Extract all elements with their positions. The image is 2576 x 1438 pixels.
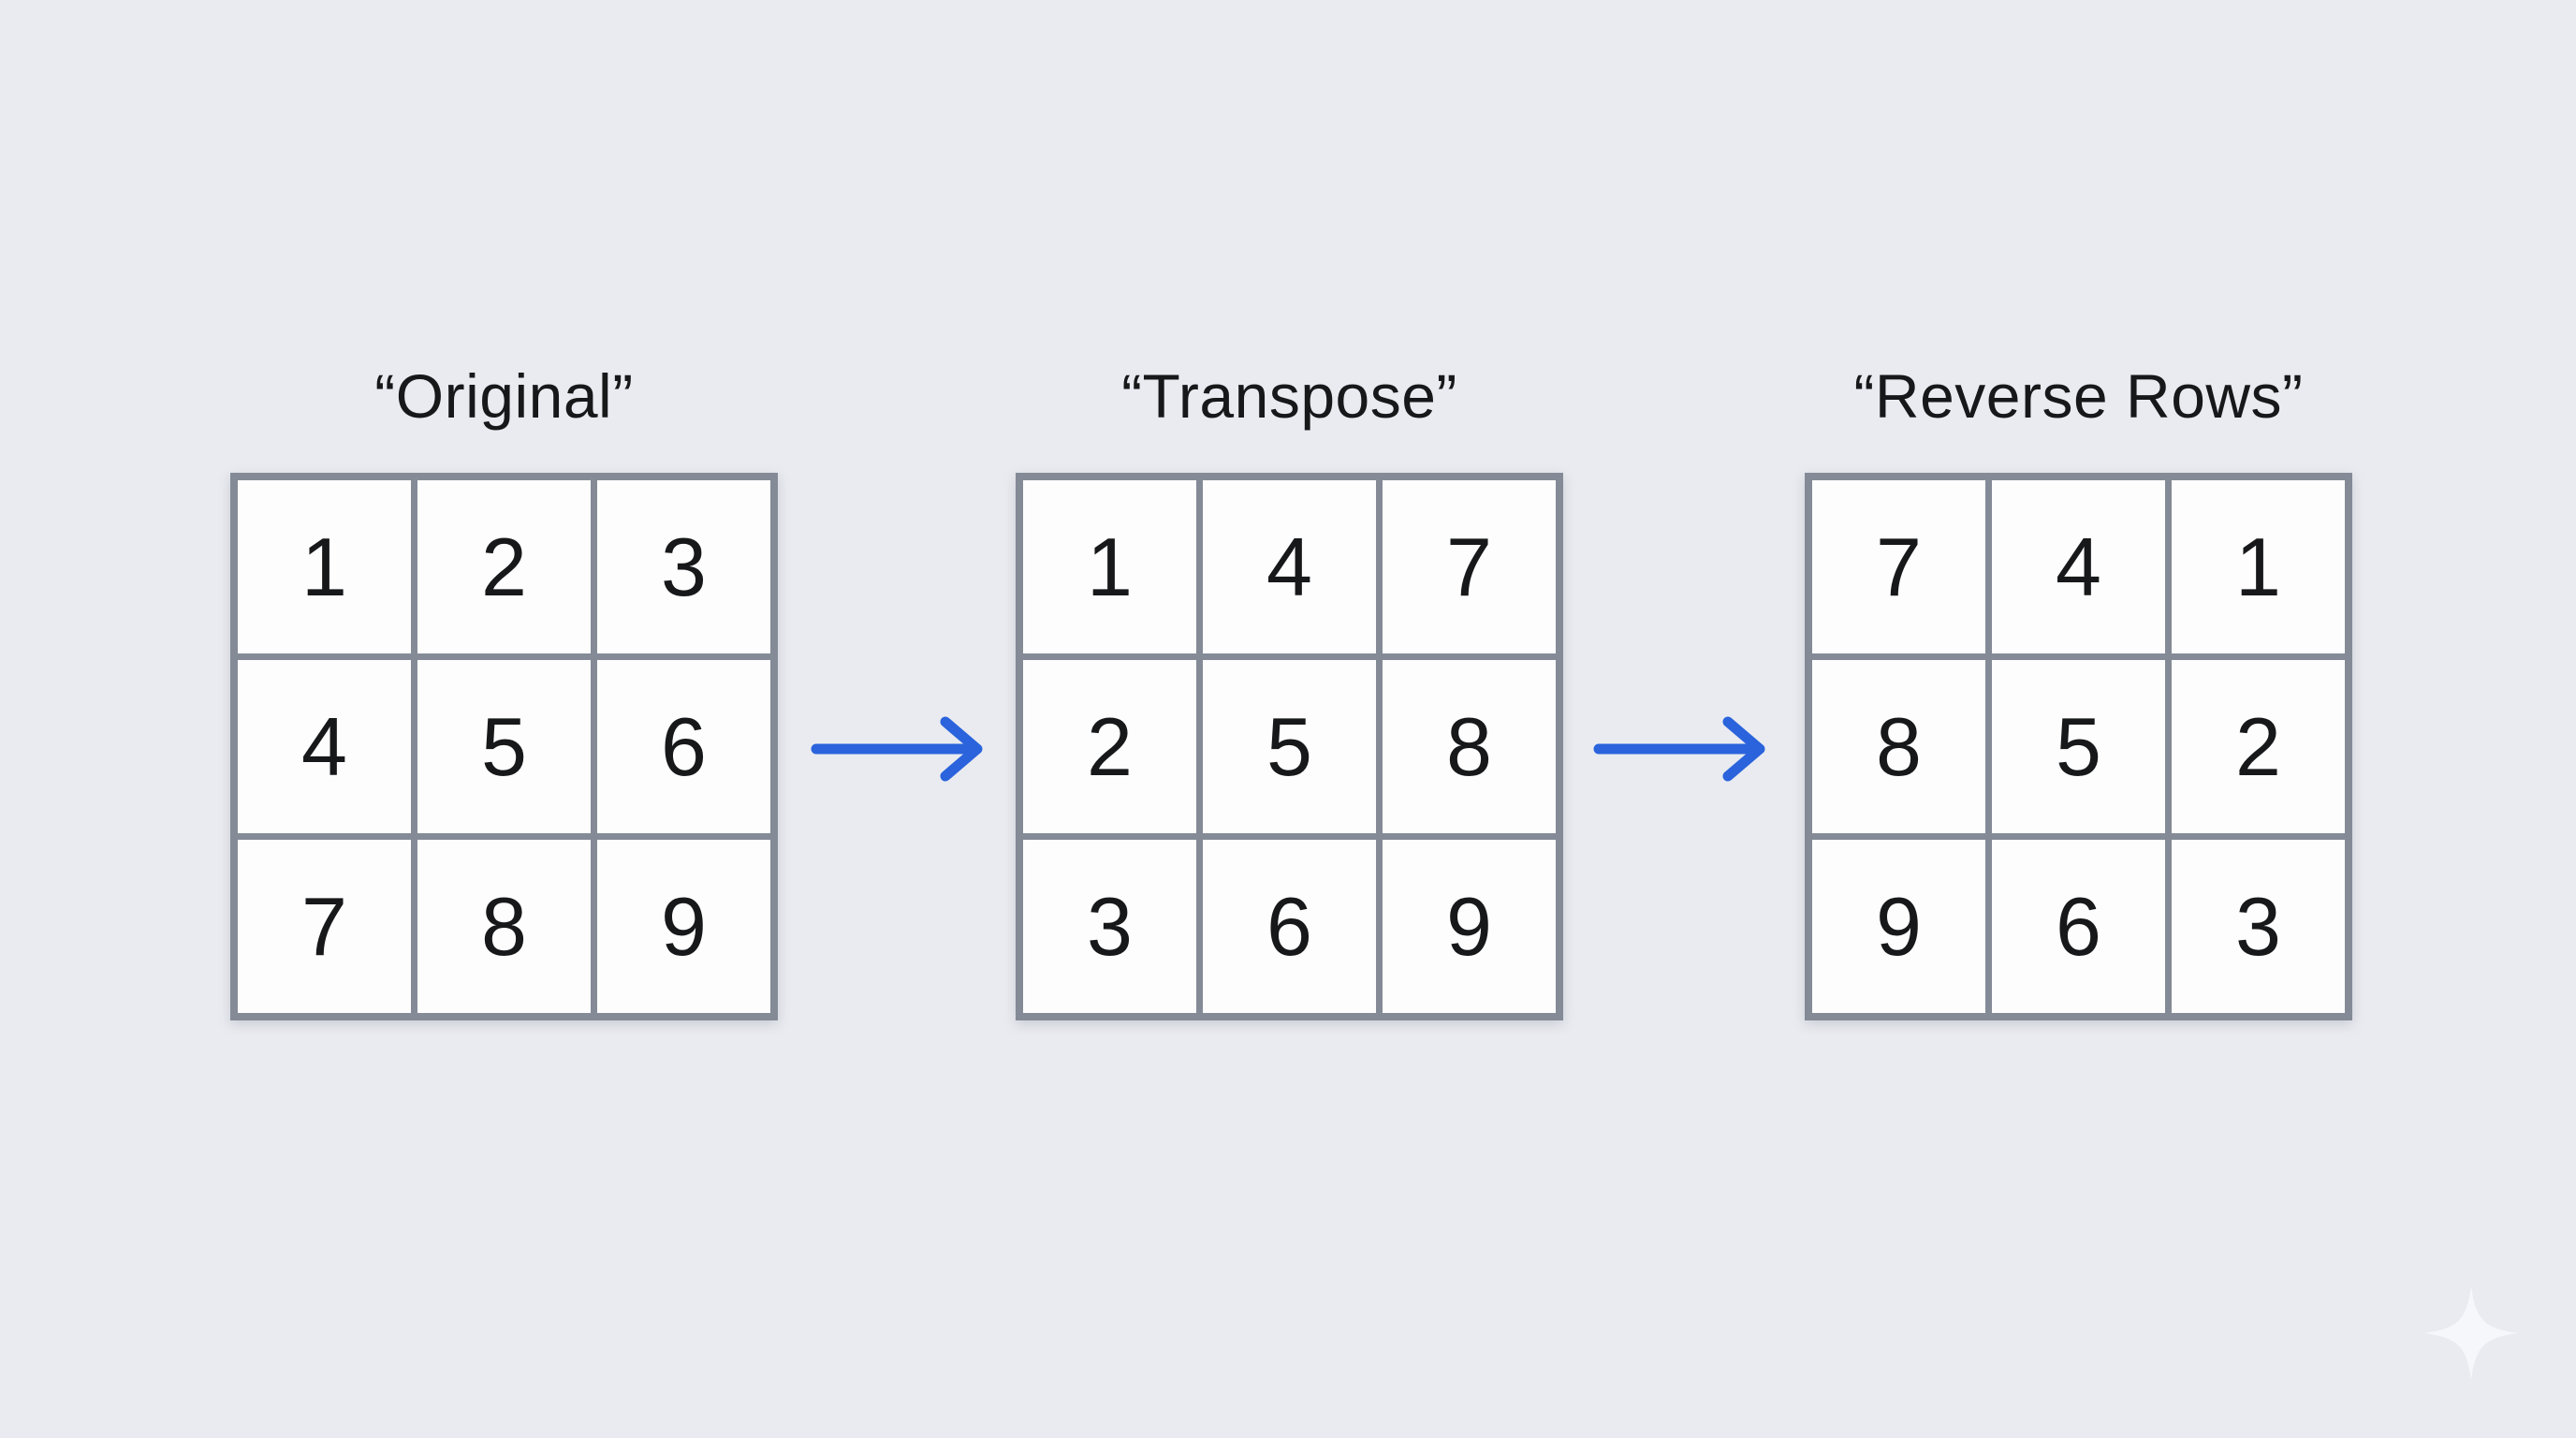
matrix-title-reverse-rows: “Reverse Rows”	[1853, 361, 2304, 431]
panel-original: “Original” 1 2 3 4 5 6 7 8 9	[230, 365, 778, 1020]
matrix-cell: 4	[1992, 480, 2165, 653]
matrix-cell: 3	[1023, 840, 1196, 1013]
matrix-grid-reverse-rows: 7 4 1 8 5 2 9 6 3	[1805, 473, 2352, 1020]
matrix-cell: 5	[1203, 660, 1376, 833]
matrix-cell: 7	[1383, 480, 1556, 653]
matrix-cell: 2	[2172, 660, 2345, 833]
matrix-cell: 1	[2172, 480, 2345, 653]
matrix-cell: 9	[1383, 840, 1556, 1013]
matrix-cell: 4	[238, 660, 411, 833]
matrix-title-transpose: “Transpose”	[1121, 361, 1457, 431]
matrix-cell: 9	[597, 840, 770, 1013]
matrix-cell: 7	[1812, 480, 1985, 653]
matrix-cell: 2	[417, 480, 591, 653]
right-arrow-icon	[1593, 716, 1765, 782]
right-arrow-icon	[811, 716, 983, 782]
matrix-cell: 1	[238, 480, 411, 653]
matrix-cell: 4	[1203, 480, 1376, 653]
matrix-cell: 6	[1203, 840, 1376, 1013]
matrix-cell: 2	[1023, 660, 1196, 833]
matrix-cell: 7	[238, 840, 411, 1013]
matrix-cell: 5	[417, 660, 591, 833]
matrix-grid-transpose: 1 4 7 2 5 8 3 6 9	[1016, 473, 1563, 1020]
sparkle-icon	[2424, 1286, 2518, 1380]
matrix-title-original: “Original”	[374, 361, 634, 431]
matrix-cell: 3	[597, 480, 770, 653]
matrix-cell: 6	[1992, 840, 2165, 1013]
matrix-grid-original: 1 2 3 4 5 6 7 8 9	[230, 473, 778, 1020]
matrix-cell: 3	[2172, 840, 2345, 1013]
matrix-cell: 1	[1023, 480, 1196, 653]
matrix-cell: 8	[1812, 660, 1985, 833]
matrix-cell: 9	[1812, 840, 1985, 1013]
matrix-cell: 8	[1383, 660, 1556, 833]
matrix-cell: 6	[597, 660, 770, 833]
panel-transpose: “Transpose” 1 4 7 2 5 8 3 6 9	[1016, 365, 1563, 1020]
matrix-cell: 5	[1992, 660, 2165, 833]
panel-reverse-rows: “Reverse Rows” 7 4 1 8 5 2 9 6 3	[1805, 365, 2352, 1020]
matrix-cell: 8	[417, 840, 591, 1013]
